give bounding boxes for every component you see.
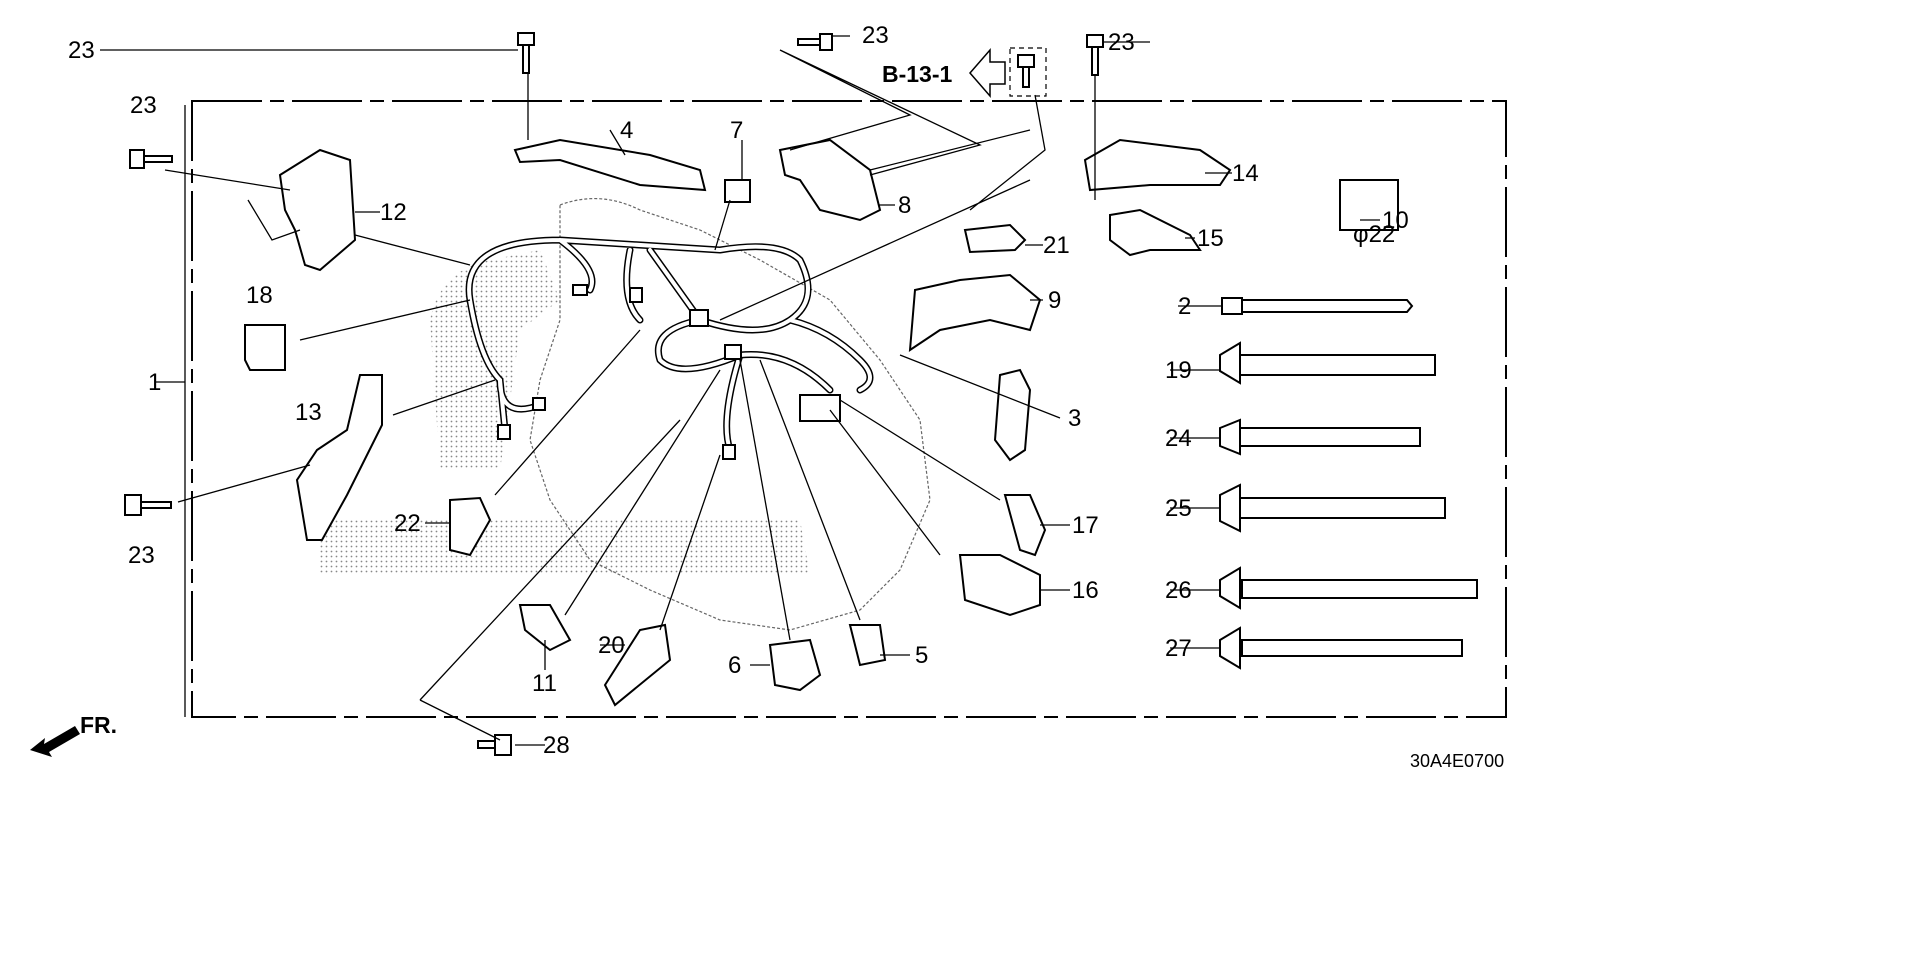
callout-26: 26 xyxy=(1165,577,1192,604)
diameter-label: φ22 xyxy=(1353,221,1395,248)
callout-27: 27 xyxy=(1165,635,1192,662)
callout-24: 24 xyxy=(1165,425,1192,452)
callout-8: 8 xyxy=(898,192,911,219)
bracket-13 xyxy=(295,374,383,541)
assembly-frame xyxy=(191,100,1507,718)
tie-27 xyxy=(1219,626,1463,670)
arrow-left-icon xyxy=(969,47,1006,99)
tie-19 xyxy=(1219,341,1436,385)
clip-10 xyxy=(1339,179,1399,231)
fuse-box-9 xyxy=(908,273,1042,352)
callout-12: 12 xyxy=(380,199,407,226)
callout-22: 22 xyxy=(394,510,421,537)
connector-7 xyxy=(724,179,751,203)
direction-label: FR. xyxy=(80,712,117,738)
engine-wire-harness xyxy=(465,236,874,460)
callout-14: 14 xyxy=(1232,160,1259,187)
cover-21 xyxy=(963,223,1027,254)
callout-25: 25 xyxy=(1165,495,1192,522)
arrow-front-icon xyxy=(30,726,80,757)
bracket-12 xyxy=(278,148,357,272)
callout-11: 11 xyxy=(532,670,557,697)
callout-16: 16 xyxy=(1072,577,1099,604)
connector-16 xyxy=(958,554,1041,617)
bracket-4 xyxy=(513,138,707,192)
bolt-23-b131 xyxy=(1017,54,1035,88)
callout-3: 3 xyxy=(1068,405,1081,432)
engine-silhouette xyxy=(320,198,931,631)
tie-2 xyxy=(1221,297,1414,315)
callout-23: 23 xyxy=(1108,29,1135,56)
callout-18: 18 xyxy=(246,282,273,309)
callout-17: 17 xyxy=(1072,512,1099,539)
connector-22 xyxy=(449,496,492,557)
bolt-23-top-left xyxy=(517,32,535,74)
callout-23: 23 xyxy=(128,542,155,569)
leader-lines xyxy=(100,35,1380,746)
connector-20 xyxy=(603,623,672,707)
bolt-23-top-mid xyxy=(797,33,833,51)
reference-label: B-13-1 xyxy=(882,61,953,87)
callout-21: 21 xyxy=(1043,232,1070,259)
callout-10: 10 xyxy=(1382,207,1409,234)
connector-6 xyxy=(768,638,822,692)
bracket-15 xyxy=(1109,208,1202,257)
sensor-3 xyxy=(993,368,1032,462)
bolt-23-left-lower xyxy=(124,494,172,516)
callout-13: 13 xyxy=(295,399,322,426)
callout-1: 1 xyxy=(148,369,161,396)
callout-2: 2 xyxy=(1178,293,1191,320)
part-shapes xyxy=(124,32,1478,756)
callout-7: 7 xyxy=(730,117,743,144)
bolt-23-top-right xyxy=(1086,34,1104,76)
callout-15: 15 xyxy=(1197,225,1224,252)
tie-24 xyxy=(1219,418,1421,456)
tie-26 xyxy=(1219,566,1478,610)
connector-17 xyxy=(1003,494,1047,557)
callout-28: 28 xyxy=(543,732,570,759)
diagram-code: 30A4E0700 xyxy=(1410,751,1504,771)
callout-23: 23 xyxy=(68,37,95,64)
front-direction-indicator: FR. xyxy=(30,712,117,757)
callout-20: 20 xyxy=(598,632,625,659)
connector-18 xyxy=(244,324,286,371)
callout-23: 23 xyxy=(862,22,889,49)
connector-5 xyxy=(848,624,887,667)
connector-11 xyxy=(518,604,572,652)
bolt-28 xyxy=(477,734,512,756)
callout-6: 6 xyxy=(728,652,741,679)
bolt-23-left-upper xyxy=(129,149,173,169)
callout-19: 19 xyxy=(1165,357,1192,384)
bracket-8 xyxy=(778,138,882,222)
callout-5: 5 xyxy=(915,642,928,669)
callout-23: 23 xyxy=(130,92,157,119)
callouts: 23 23 23 23 23 1 2 3 4 5 6 7 8 9 10 11 1… xyxy=(68,22,1409,759)
tie-25 xyxy=(1219,483,1446,533)
bracket-14 xyxy=(1083,138,1232,192)
callout-4: 4 xyxy=(620,117,633,144)
callout-9: 9 xyxy=(1048,287,1061,314)
reference-b-13-1[interactable]: B-13-1 xyxy=(882,47,1047,99)
